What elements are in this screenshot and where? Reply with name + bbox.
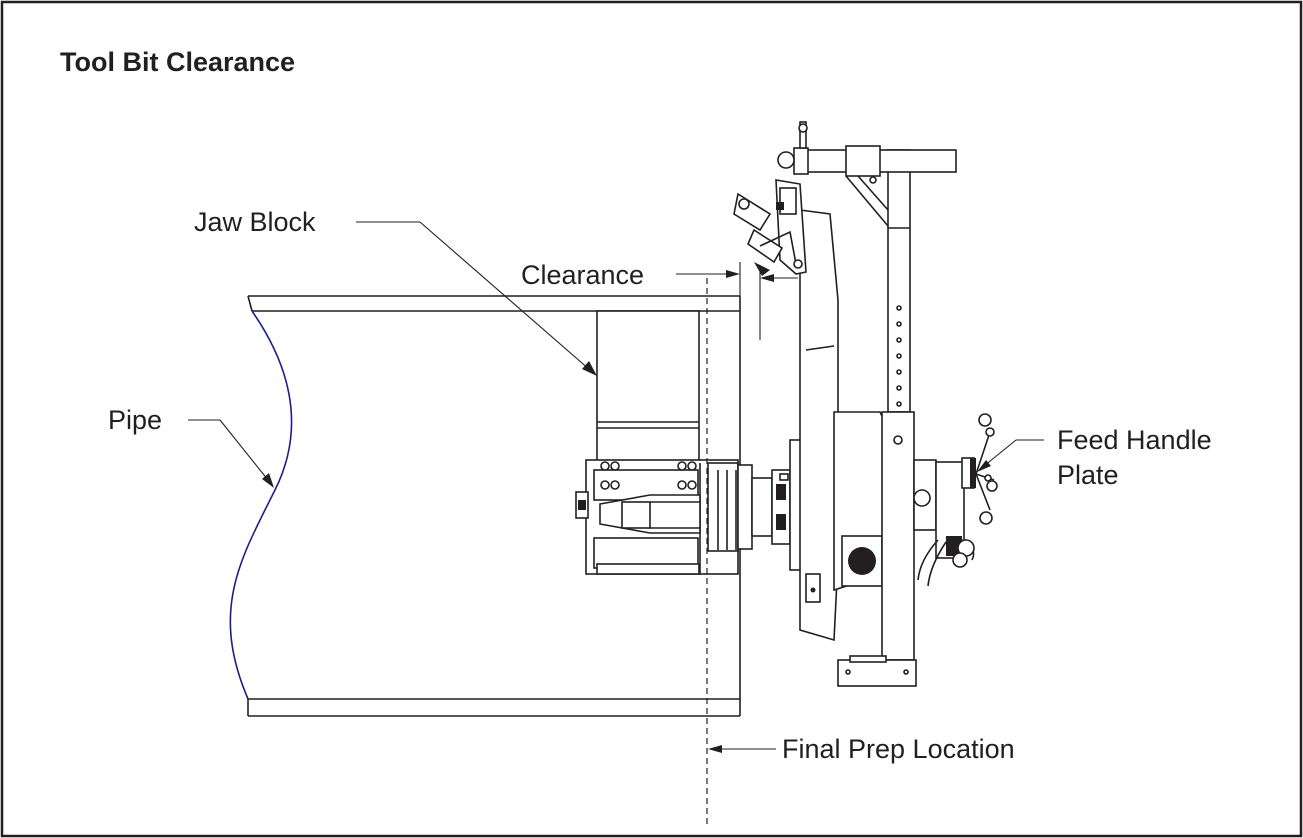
clearance-label: Clearance — [521, 260, 644, 290]
mast — [837, 149, 917, 687]
feed-handle-label-line1: Feed Handle — [1057, 425, 1212, 455]
jaw-block-leader — [356, 221, 597, 376]
title: Tool Bit Clearance — [60, 47, 296, 77]
jaw-block — [596, 310, 700, 462]
feed-handle-assembly — [913, 413, 998, 587]
tool-holder — [733, 179, 807, 276]
final-prep-leader — [708, 745, 776, 753]
top-arm — [777, 121, 957, 227]
clearance-arrows — [676, 270, 798, 282]
jaw-block-label: Jaw Block — [194, 207, 316, 237]
feed-handle-label-line2: Plate — [1057, 460, 1119, 490]
final-prep-label: Final Prep Location — [782, 734, 1015, 764]
feed-handle-leader — [977, 439, 1044, 472]
housing — [789, 209, 902, 642]
pipe-label: Pipe — [108, 405, 162, 435]
pipe-leader — [188, 419, 274, 488]
pipe-break-line — [229, 310, 293, 700]
mandrel-assembly — [575, 459, 791, 575]
